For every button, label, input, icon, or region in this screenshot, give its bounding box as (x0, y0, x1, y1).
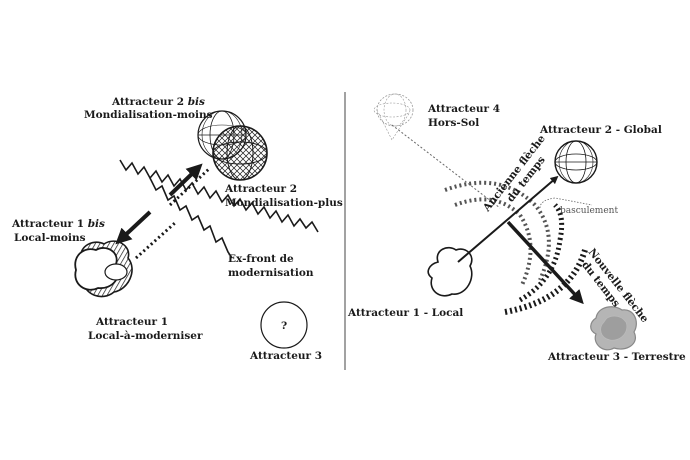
attractor-3-symbol: ? (281, 320, 287, 332)
dashed-arc-3 (518, 203, 565, 303)
globe-2-icon (212, 125, 268, 181)
dashed-arc-4 (504, 249, 588, 315)
label-attractor-2-sub: Mondialisation-plus (225, 197, 343, 209)
label-attractor-3: Attracteur 3 (249, 350, 322, 362)
label-attractor-4-sub: Hors-Sol (428, 117, 479, 129)
dotted-path-lower (134, 220, 178, 260)
local-blob-icon (74, 240, 133, 298)
basculement-curve (539, 197, 593, 209)
dotted-line-hors-sol (391, 124, 501, 209)
label-ex-front: Ex-front de (228, 253, 294, 265)
arrow-to-2bis (168, 163, 203, 197)
label-ex-front-sub: modernisation (228, 267, 314, 279)
label-attractor-1bis: Attracteur 1 bis (11, 218, 105, 230)
label-attractor-3-terrestre: Attracteur 3 - Terrestre (547, 351, 686, 363)
left-panel: Attracteur 2 bis Mondialisation-moins At… (11, 96, 343, 362)
label-attractor-2-global: Attracteur 2 - Global (539, 124, 662, 136)
dotted-path-upper (168, 166, 212, 207)
label-attractor-1-sub: Local-à-moderniser (88, 330, 203, 342)
attractor-4-balloon-icon (373, 93, 414, 141)
ex-front-zigzag (119, 159, 319, 233)
ex-front-zigzag-2 (149, 177, 233, 259)
attractor-3-circle-icon (260, 301, 308, 349)
label-attractor-2bis: Attracteur 2 bis (111, 96, 205, 108)
label-attractor-1bis-sub: Local-moins (14, 232, 86, 244)
ancienne-fleche-arrow (457, 175, 559, 263)
nouvelle-fleche-arrow (506, 220, 584, 305)
label-attractor-2bis-sub: Mondialisation-moins (84, 109, 213, 121)
label-attractor-1-local: Attracteur 1 - Local (347, 307, 463, 319)
right-panel: Attracteur 4 Hors-Sol Attracteur 2 - Glo… (347, 93, 686, 363)
arrow-to-1bis (115, 210, 152, 245)
terrestre-blob-icon (590, 306, 637, 351)
dashed-arc-1 (444, 180, 551, 281)
label-basculement: basculement (560, 206, 618, 216)
globe-global-icon (554, 140, 598, 184)
label-attractor-2: Attracteur 2 (224, 183, 297, 195)
label-attractor-4: Attracteur 4 (427, 103, 500, 115)
label-attractor-1: Attracteur 1 (95, 316, 168, 328)
